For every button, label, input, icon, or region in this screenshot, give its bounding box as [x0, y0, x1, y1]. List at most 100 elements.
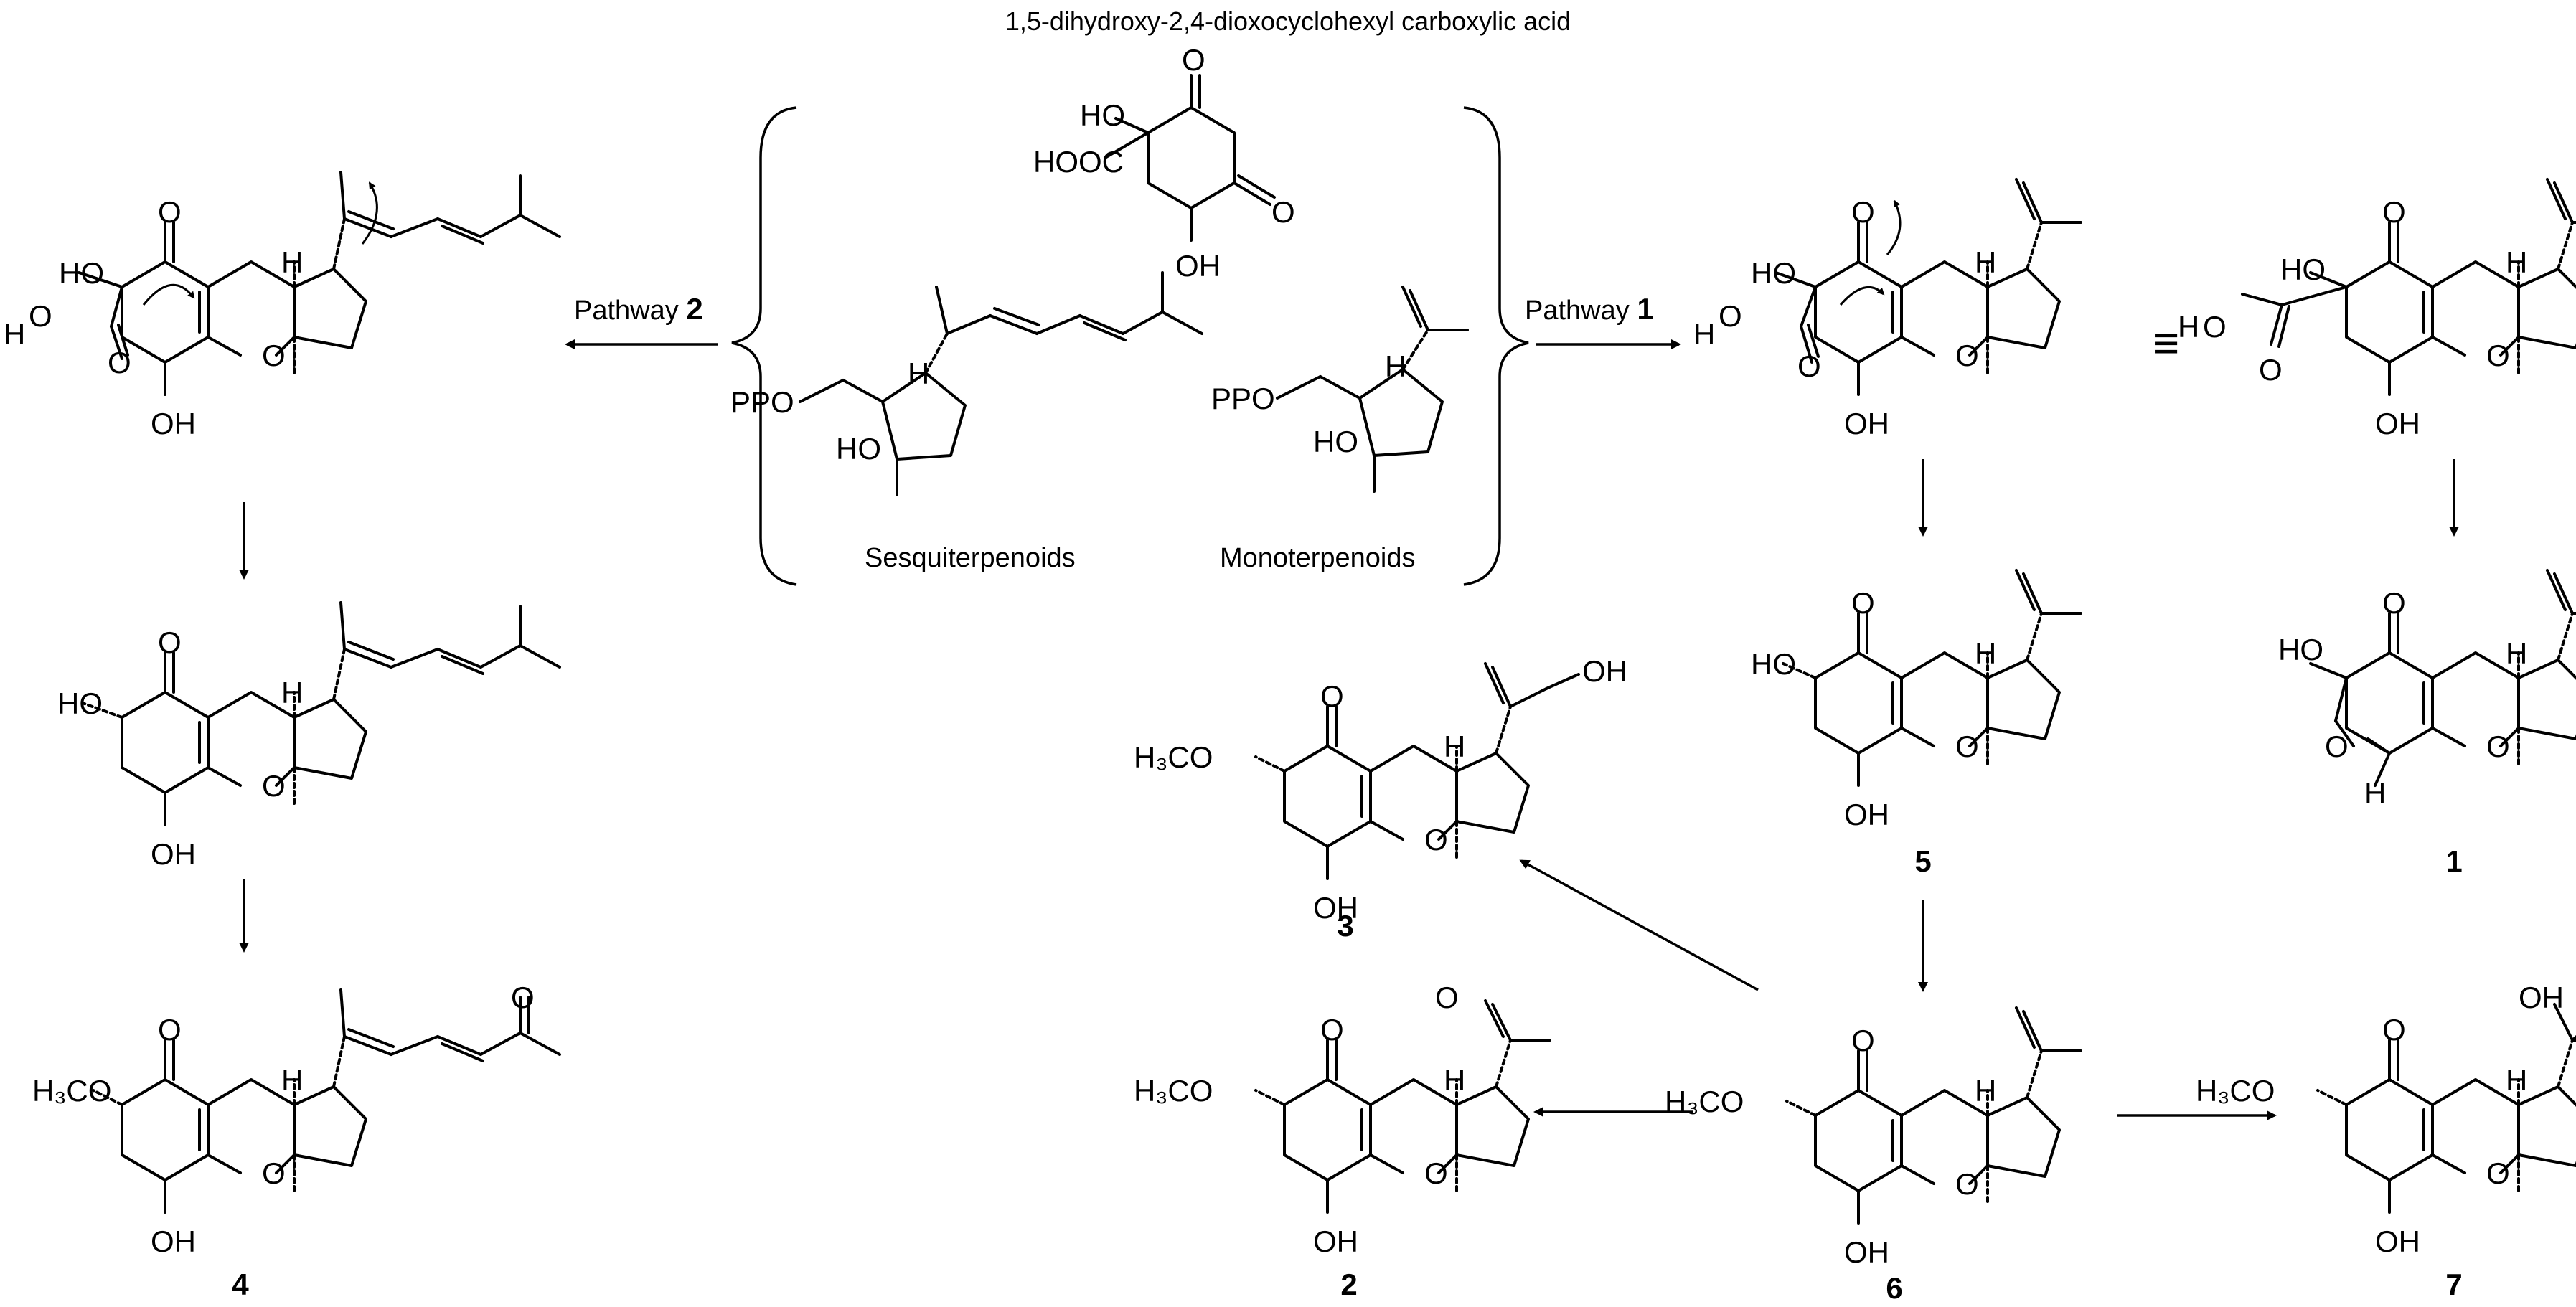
compound-6-number: 6 [1886, 1271, 1902, 1305]
compound-2-number: 2 [1340, 1268, 1357, 1301]
equivalence-symbol: ≡ [2153, 317, 2179, 369]
c1-ketone-o-label: O [2382, 586, 2406, 620]
c5-ketone-o-label: O [1851, 586, 1875, 620]
p2-ketone-o-label: O [158, 195, 182, 229]
compound-4-number: 4 [232, 1268, 249, 1301]
rd-ketone-o-label: O [2382, 195, 2406, 229]
p1-acid-o2-label: O [1797, 349, 1821, 383]
c6-ketone-o-label: O [1851, 1024, 1875, 1057]
c1-junction-h-label: H [2506, 636, 2527, 670]
c2-ketone-o-label: O [1320, 1013, 1344, 1047]
c4-h3co-label: H₃CO [32, 1074, 111, 1108]
p2b-junction-h-label: H [281, 676, 303, 709]
c5-ho-label: HO [1751, 647, 1796, 681]
c7-ketone-o-label: O [2382, 1013, 2406, 1047]
p1-ketone-o-label: O [1851, 195, 1875, 229]
p2b-ho-label: HO [57, 686, 103, 720]
rd-ring-o-label: O [2486, 339, 2510, 372]
c7-h3co-label: H₃CO [2196, 1074, 2275, 1108]
monoterpenoid-precursor-structure [1276, 286, 1469, 493]
c3-junction-h-label: H [1444, 730, 1465, 763]
c1-ho-label: HO [2278, 633, 2323, 666]
c4-junction-h-label: H [281, 1063, 303, 1097]
rd-h-label: H [2178, 310, 2199, 344]
c4-ketone-o-label: O [158, 1013, 182, 1047]
acid-hooc-label: HOOC [1033, 145, 1124, 179]
p1-ring-o-label: O [1955, 339, 1979, 372]
p2-acid-o-label: O [29, 299, 52, 333]
c7-junction-h-label: H [2506, 1063, 2527, 1097]
c2-acetyl-o-label: O [1435, 981, 1459, 1014]
c7-ring-o-label: O [2486, 1156, 2510, 1190]
c1-ring-o-label: O [2486, 730, 2510, 763]
pathway-1-redrawn-acid-structure [2241, 178, 2576, 396]
c3-ketone-o-label: O [1320, 679, 1344, 713]
acid-oh-label: OH [1175, 249, 1221, 283]
monoterpenoids-label: Monoterpenoids [1220, 543, 1416, 573]
p2-oh-label: OH [151, 407, 196, 440]
c3-oh-label: OH [1313, 891, 1358, 925]
c4-acetyl-o-label: O [511, 981, 535, 1014]
c2-ring-o-label: O [1424, 1156, 1448, 1190]
sesq-ho-label: HO [836, 432, 881, 466]
dioxocyclohexyl-acid-structure [1104, 74, 1276, 242]
c3-h3co-label: H₃CO [1134, 740, 1213, 774]
p2b-oh-label: OH [151, 837, 196, 871]
compound-3-structure [1254, 662, 1580, 880]
compound-1-structure [2309, 569, 2576, 787]
compound-3-number: 3 [1337, 909, 1353, 943]
left-brace [731, 106, 797, 586]
sesquiterpenoid-precursor-structure [799, 271, 1203, 496]
compound-5-structure [1782, 569, 2082, 787]
p1-junction-h-label: H [1975, 245, 1996, 279]
compound-7-structure [2316, 1003, 2576, 1214]
acid-ho-label: HO [1080, 98, 1125, 132]
p2-ho-label: HO [59, 256, 104, 290]
arrow-6-to-3 [1519, 859, 1759, 991]
c4-oh-label: OH [151, 1225, 196, 1258]
sesq-h-label: H [908, 357, 929, 390]
c1-bridge-o-label: O [2325, 730, 2349, 763]
mono-h-label: H [1385, 349, 1406, 383]
scheme-title: 1,5-dihydroxy-2,4-dioxocyclohexyl carbox… [1005, 6, 1571, 36]
acid-ketone-o-label: O [1182, 43, 1205, 77]
c5-junction-h-label: H [1975, 636, 1996, 670]
c7-tert-oh-label: OH [2519, 981, 2564, 1014]
sesq-ppo-label: PPO [730, 385, 794, 419]
rd-acid-o2-label: O [2259, 353, 2283, 387]
c6-oh-label: OH [1844, 1235, 1889, 1269]
p1-h-label: H [1693, 317, 1715, 351]
p2-h-label: H [4, 317, 25, 351]
c5-oh-label: OH [1844, 798, 1889, 831]
rd-junction-h-label: H [2506, 245, 2527, 279]
pathway-1-label: Pathway 1 [1525, 292, 1654, 326]
c2-junction-h-label: H [1444, 1063, 1465, 1097]
compound-4-structure [92, 988, 561, 1214]
rd-ho-label: HO [2280, 253, 2326, 286]
c6-h3co-label: H₃CO [1665, 1085, 1744, 1118]
c7-oh-label: OH [2375, 1225, 2420, 1258]
pathway-1-intermediate-structure [1774, 178, 2082, 396]
rd-oh-label: OH [2375, 407, 2420, 440]
c6-junction-h-label: H [1975, 1074, 1996, 1108]
c2-h3co-label: H₃CO [1134, 1074, 1213, 1108]
compound-2-structure [1254, 999, 1551, 1214]
compound-6-structure [1785, 1006, 2082, 1225]
p2-ring-o-label: O [262, 339, 286, 372]
compound-1-number: 1 [2445, 844, 2462, 878]
c4-ring-o-label: O [262, 1156, 286, 1190]
mono-ppo-label: PPO [1211, 382, 1275, 415]
acid-ketone2-o-label: O [1271, 195, 1295, 229]
rd-acid-o-label: O [2203, 310, 2227, 344]
c2-oh-label: OH [1313, 1225, 1358, 1258]
p2b-ring-o-label: O [262, 769, 286, 803]
p2-acid-o2-label: O [108, 346, 131, 379]
c5-ring-o-label: O [1955, 730, 1979, 763]
mono-ho-label: HO [1313, 425, 1358, 458]
p1-ho-label: HO [1751, 256, 1796, 290]
p1-oh-label: OH [1844, 407, 1889, 440]
c6-ring-o-label: O [1955, 1167, 1979, 1201]
compound-7-number: 7 [2445, 1268, 2462, 1301]
compound-5-number: 5 [1914, 844, 1931, 878]
